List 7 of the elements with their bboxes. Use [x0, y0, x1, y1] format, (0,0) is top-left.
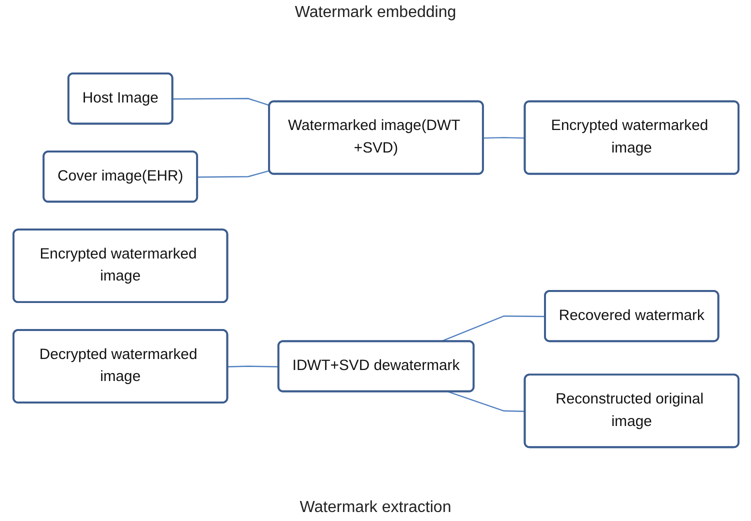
- section-heading: Watermark embedding: [294, 4, 456, 22]
- connector: [197, 170, 270, 178]
- connector: [482, 137, 525, 139]
- section-heading: Watermark extraction: [300, 499, 452, 517]
- connector: [227, 366, 278, 368]
- connector: [172, 98, 270, 106]
- connector: [448, 391, 525, 412]
